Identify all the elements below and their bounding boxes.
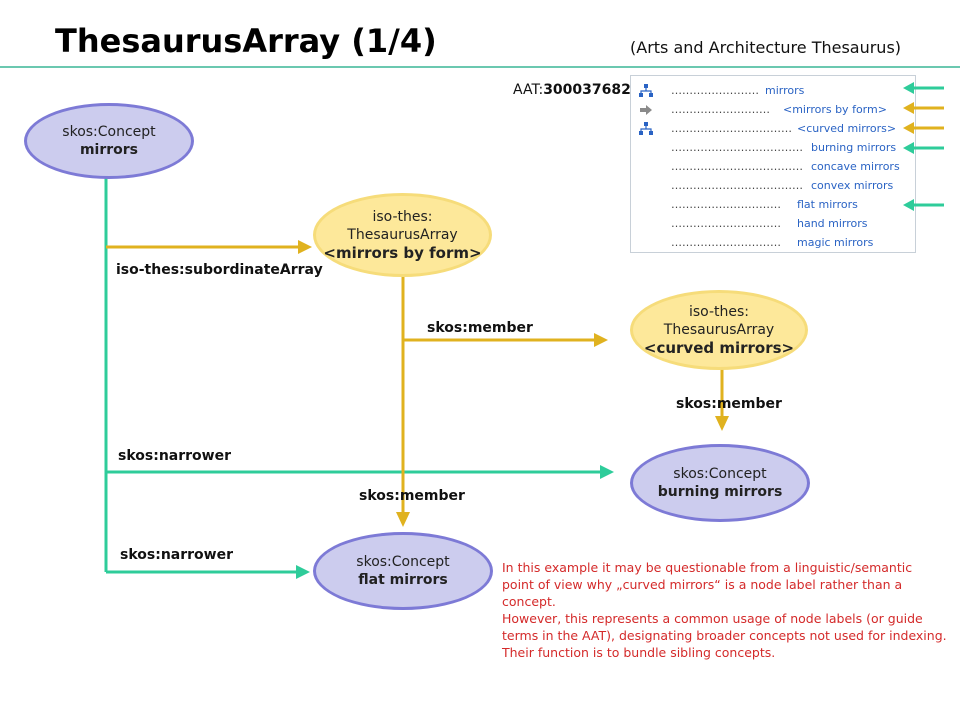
label-narrower-flat: skos:narrower — [120, 547, 233, 563]
narrower-flat-arrowhead — [296, 565, 310, 579]
node-curved-mirrors-label: <curved mirrors> — [643, 339, 795, 357]
node-flat-mirrors-label: flat mirrors — [358, 572, 448, 588]
hierarchy-row[interactable]: ……………………………… burning mirrors — [631, 138, 915, 157]
node-mirrors-by-form-type: ThesaurusArray — [347, 227, 458, 243]
member-burning-arrowhead — [715, 416, 729, 431]
node-curved-mirrors-ns: iso-thes: — [688, 304, 750, 320]
hierarchy-row[interactable]: ……………………………… convex mirrors — [631, 176, 915, 195]
hierarchy-dots: …………………… — [671, 84, 759, 97]
subordinate-array-arrowhead — [298, 240, 312, 254]
right-arrow-icon — [640, 105, 652, 115]
hierarchy-row[interactable]: ………………………… hand mirrors — [631, 214, 915, 233]
hierarchy-term[interactable]: hand mirrors — [797, 217, 868, 230]
node-mirrors-label: mirrors — [79, 142, 139, 158]
hierarchy-row[interactable]: ……………………………… concave mirrors — [631, 157, 915, 176]
hierarchy-term[interactable]: convex mirrors — [811, 179, 894, 192]
node-curved-mirrors: iso-thes: ThesaurusArray <curved mirrors… — [630, 290, 808, 370]
node-flat-mirrors-type: skos:Concept — [356, 554, 450, 570]
hierarchy-row[interactable]: ………………………… magic mirrors — [631, 233, 915, 252]
hierarchy-panel: …………………… mirrors ……………………… <mirrors by f… — [630, 75, 916, 253]
node-burning-mirrors-type: skos:Concept — [673, 466, 767, 482]
hierarchy-icon — [639, 122, 653, 135]
hierarchy-term[interactable]: <mirrors by form> — [783, 103, 887, 116]
label-member-curved: skos:member — [427, 320, 533, 336]
hierarchy-term[interactable]: magic mirrors — [797, 236, 874, 249]
node-mirrors-type: skos:Concept — [62, 124, 156, 140]
member-curved-arrowhead — [594, 333, 608, 347]
node-mirrors-by-form-label: <mirrors by form> — [323, 244, 482, 262]
hierarchy-term[interactable]: flat mirrors — [797, 198, 858, 211]
node-flat-mirrors: skos:Concept flat mirrors — [313, 532, 493, 610]
hierarchy-dots: ………………………… — [671, 217, 781, 230]
hierarchy-term[interactable]: <curved mirrors> — [797, 122, 897, 135]
label-member-flat: skos:member — [359, 488, 465, 504]
hierarchy-dots: …………………………… — [671, 122, 792, 135]
label-subordinate-array: iso-thes:subordinateArray — [116, 262, 323, 278]
hierarchy-dots: ………………………… — [671, 236, 781, 249]
aat-prefix: AAT: — [513, 82, 544, 98]
hierarchy-icon — [639, 84, 653, 97]
note-paragraph-1: In this example it may be questionable f… — [502, 560, 913, 609]
member-flat-arrowhead — [396, 512, 410, 527]
note-paragraph-2: However, this represents a common usage … — [502, 611, 947, 660]
page-title: ThesaurusArray (1/4) — [55, 22, 437, 60]
hierarchy-dots: ………………………… — [671, 198, 781, 211]
hierarchy-row[interactable]: …………………………… <curved mirrors> — [631, 119, 915, 138]
hierarchy-term[interactable]: burning mirrors — [811, 141, 897, 154]
node-mirrors-by-form-ns: iso-thes: — [372, 209, 433, 225]
explanatory-note: In this example it may be questionable f… — [502, 559, 947, 661]
hierarchy-row[interactable]: …………………… mirrors — [631, 81, 915, 100]
hierarchy-row[interactable]: ……………………… <mirrors by form> — [631, 100, 915, 119]
page-subtitle: (Arts and Architecture Thesaurus) — [630, 38, 902, 57]
hierarchy-term[interactable]: mirrors — [765, 84, 805, 97]
hierarchy-dots: ……………………………… — [671, 160, 803, 173]
node-burning-mirrors-label: burning mirrors — [657, 484, 783, 500]
hierarchy-dots: ……………………………… — [671, 179, 803, 192]
node-curved-mirrors-type: ThesaurusArray — [663, 322, 775, 338]
aat-id: 300037682 — [543, 82, 631, 98]
node-mirrors: skos:Concept mirrors — [24, 103, 194, 179]
label-narrower-burning: skos:narrower — [118, 448, 231, 464]
node-mirrors-by-form: iso-thes: ThesaurusArray <mirrors by for… — [313, 193, 492, 277]
hierarchy-row[interactable]: ………………………… flat mirrors — [631, 195, 915, 214]
narrower-burning-arrowhead — [600, 465, 614, 479]
aat-identifier: AAT:300037682 — [513, 81, 631, 100]
hierarchy-dots: ……………………………… — [671, 141, 803, 154]
label-member-burning: skos:member — [676, 396, 782, 412]
node-burning-mirrors: skos:Concept burning mirrors — [630, 444, 810, 522]
title-divider — [0, 66, 960, 68]
hierarchy-term[interactable]: concave mirrors — [811, 160, 900, 173]
hierarchy-dots: ……………………… — [671, 103, 770, 116]
